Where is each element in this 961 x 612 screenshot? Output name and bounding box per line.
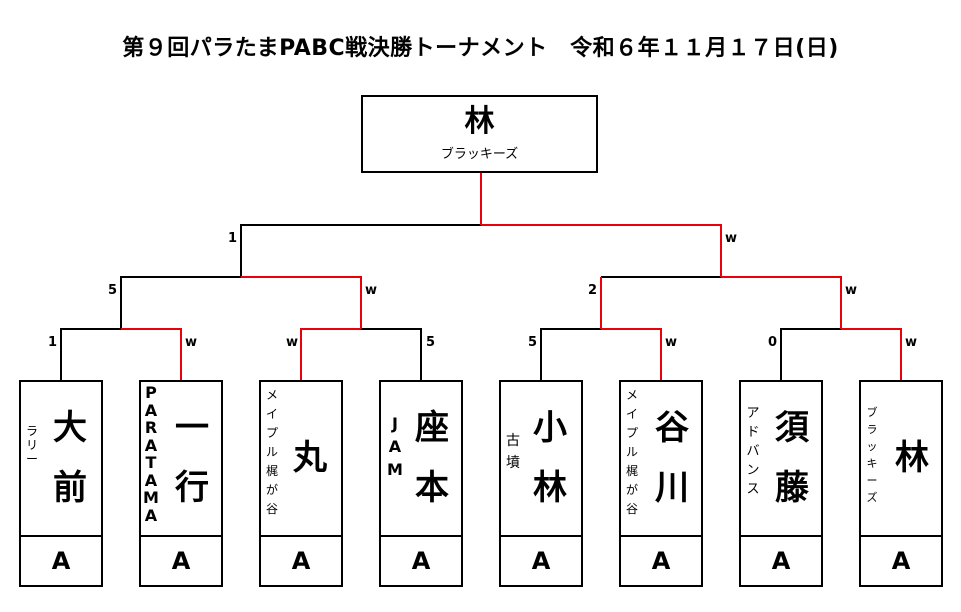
player-card: 古墳 小林 A	[499, 380, 583, 587]
player-grade: A	[21, 535, 101, 585]
score-semi-left-left: 5	[108, 283, 118, 298]
player-grade: A	[381, 535, 461, 585]
player-card: ブラッキーズ 林 A	[859, 380, 943, 587]
player-card: メイプル梶が谷 谷川 A	[619, 380, 703, 587]
winner-line	[601, 328, 662, 381]
player-grade: A	[261, 535, 341, 585]
tournament-title: 第９回パラたまPABC戦決勝トーナメント 令和６年１１月１７日(日)	[122, 36, 839, 61]
score-r1-4-left: 0	[768, 335, 778, 350]
champion-name: 林	[464, 104, 495, 139]
winner-line	[241, 276, 362, 329]
score-r1-3-left: 5	[528, 335, 538, 350]
champion-box: 林 ブラッキーズ	[361, 95, 598, 173]
bracket-line	[240, 224, 481, 277]
player-grade: A	[141, 535, 221, 585]
score-r1-4-right: w	[905, 335, 918, 350]
player-grade: A	[861, 535, 941, 585]
score-r1-1-left: 1	[48, 335, 58, 350]
score-semi-right-left: 2	[588, 283, 598, 298]
winner-line	[481, 224, 722, 277]
player-name: 丸	[293, 438, 327, 478]
score-semi-left-right: w	[365, 283, 378, 298]
player-name: 谷川	[655, 408, 689, 508]
player-team: ブラッキーズ	[866, 406, 878, 504]
player-name: 須藤	[775, 408, 809, 508]
winner-line	[721, 276, 842, 329]
score-semi-right-right: w	[845, 283, 858, 298]
bracket-line	[120, 276, 241, 329]
player-grade: A	[741, 535, 821, 585]
player-team: ラリー	[25, 424, 38, 466]
bracket-line	[60, 328, 121, 381]
player-grade: A	[621, 535, 701, 585]
player-name: 座本	[415, 408, 449, 508]
score-final-right: w	[725, 231, 738, 246]
player-team: メイプル梶が谷	[625, 388, 638, 516]
bracket-line	[780, 328, 841, 381]
player-name: 大前	[53, 408, 87, 508]
player-grade: A	[501, 535, 581, 585]
player-team: アドバンス	[746, 406, 760, 497]
score-r1-2-right: 5	[426, 335, 436, 350]
winner-line	[841, 328, 902, 381]
score-r1-1-right: w	[185, 335, 198, 350]
bracket-line	[540, 328, 601, 381]
score-r1-2-left: w	[286, 335, 299, 350]
player-team: メイプル梶が谷	[265, 388, 278, 516]
champion-team: ブラッキーズ	[440, 147, 519, 162]
player-name: 一行	[175, 408, 209, 508]
player-card: アドバンス 須藤 A	[739, 380, 823, 587]
score-r1-3-right: w	[665, 335, 678, 350]
player-name: 林	[895, 438, 929, 478]
player-card: ラリー 大前 A	[19, 380, 103, 587]
score-final-left: 1	[228, 231, 238, 246]
winner-line	[300, 328, 361, 381]
winner-line	[121, 328, 182, 381]
bracket-line	[361, 328, 422, 381]
player-name: 小林	[533, 408, 567, 508]
player-team: 古墳	[506, 433, 520, 471]
player-card: メイプル梶が谷 丸 A	[259, 380, 343, 587]
